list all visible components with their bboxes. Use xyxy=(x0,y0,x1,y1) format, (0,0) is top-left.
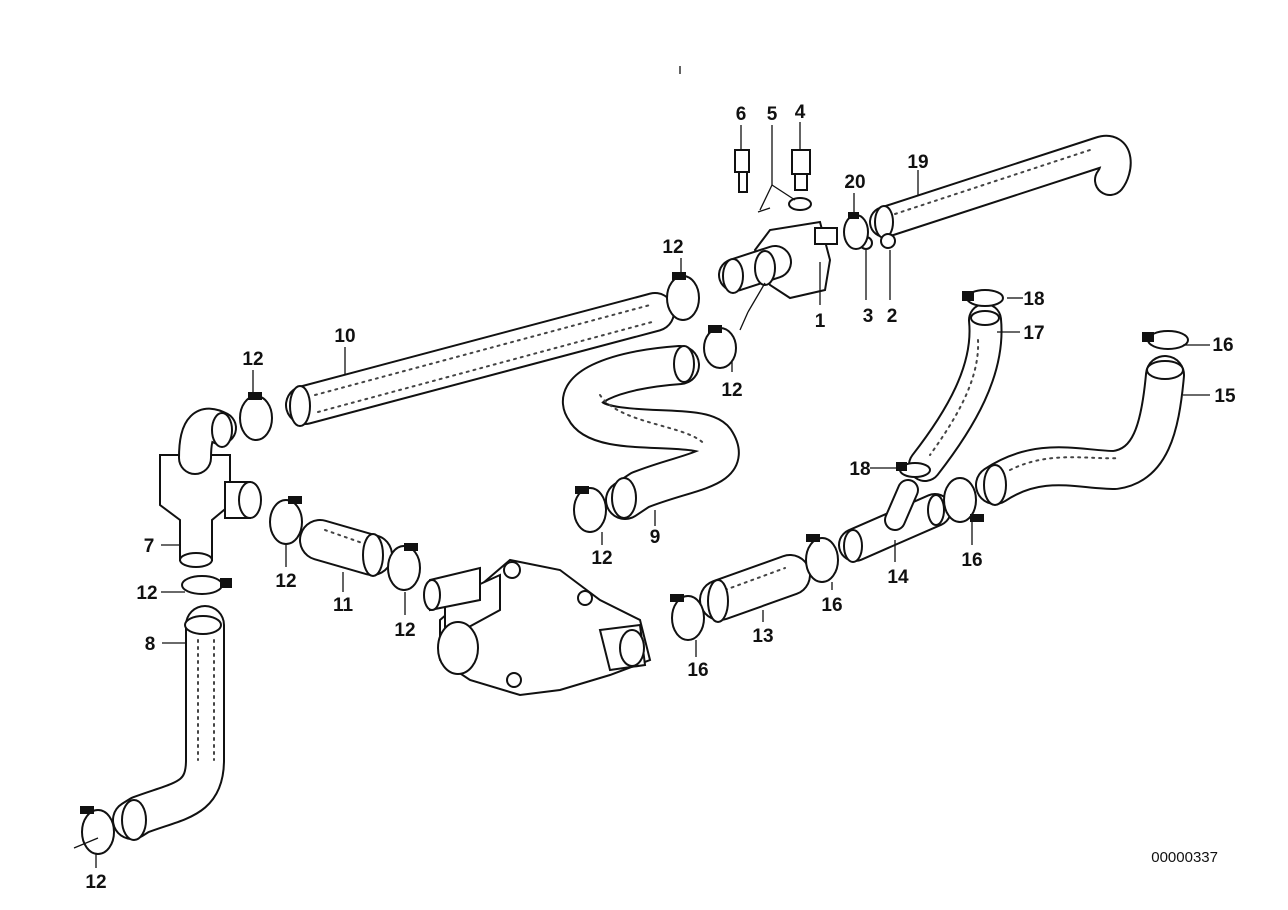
hose-clamp-18-a xyxy=(962,289,1004,307)
temperature-sensor-4 xyxy=(788,149,812,211)
hose-17 xyxy=(908,303,1003,482)
hose-19 xyxy=(869,135,1132,239)
hose-8 xyxy=(112,605,225,841)
hose-clamp-16-b xyxy=(805,534,839,583)
label-19: 19 xyxy=(907,152,928,173)
label-8: 8 xyxy=(145,634,156,655)
label-14: 14 xyxy=(887,567,909,588)
hose-clamp-20 xyxy=(843,212,869,250)
label-11: 11 xyxy=(333,595,354,616)
label-10: 10 xyxy=(334,326,355,347)
label-18-b: 18 xyxy=(849,459,870,480)
hose-clamp-12-h xyxy=(80,806,115,855)
label-20: 20 xyxy=(844,172,865,193)
label-16-d: 16 xyxy=(687,660,708,681)
hose-clamp-16-a xyxy=(670,594,705,641)
label-12-g: 12 xyxy=(136,583,157,604)
hose-clamp-12-d xyxy=(573,486,607,533)
hose-10 xyxy=(285,292,675,427)
label-2: 2 xyxy=(887,306,898,327)
nut-2 xyxy=(880,233,896,249)
hose-clamp-12-e xyxy=(269,496,303,545)
thermostat-housing-1 xyxy=(718,220,838,300)
label-12-e: 12 xyxy=(275,571,296,592)
label-16-b: 16 xyxy=(961,550,982,571)
label-16-a: 16 xyxy=(1212,335,1233,356)
label-12-h: 12 xyxy=(85,872,106,893)
y-piece-14 xyxy=(838,479,952,563)
t-piece-7 xyxy=(159,407,262,568)
label-9: 9 xyxy=(650,527,661,548)
label-18-a: 18 xyxy=(1023,289,1044,310)
label-1: 1 xyxy=(815,311,826,332)
label-17: 17 xyxy=(1023,323,1044,344)
label-12-b: 12 xyxy=(662,237,683,258)
label-12-a: 12 xyxy=(242,349,263,370)
hose-11 xyxy=(299,519,393,577)
hose-clamp-16-c xyxy=(943,477,984,523)
seal-ring-5 xyxy=(757,207,771,213)
drawing-number: 00000337 xyxy=(1151,849,1218,866)
label-12-d: 12 xyxy=(591,548,612,569)
hose-clamp-12-g xyxy=(181,575,232,595)
leader-lines xyxy=(73,66,1210,868)
water-pump xyxy=(423,558,652,697)
label-12-c: 12 xyxy=(721,380,742,401)
label-13: 13 xyxy=(752,626,773,647)
part-labels: 1 2 3 4 5 6 7 8 9 10 11 12 12 12 12 12 1… xyxy=(85,102,1236,893)
label-16-c: 16 xyxy=(821,595,842,616)
hose-15 xyxy=(975,355,1185,506)
label-5: 5 xyxy=(767,104,778,125)
label-6: 6 xyxy=(736,104,747,125)
hose-13 xyxy=(699,554,811,623)
label-12-f: 12 xyxy=(394,620,415,641)
label-4: 4 xyxy=(795,102,806,123)
label-3: 3 xyxy=(863,306,874,327)
hose-clamp-12-a xyxy=(239,392,273,441)
hose-clamp-18-b xyxy=(896,462,931,478)
hose-clamp-12-f xyxy=(387,543,421,591)
hose-clamp-12-c xyxy=(703,325,737,369)
label-7: 7 xyxy=(144,536,155,557)
hose-9 xyxy=(562,345,740,520)
hose-clamp-16-d xyxy=(1142,330,1189,350)
label-15: 15 xyxy=(1214,386,1236,407)
hose-clamp-12-b xyxy=(666,272,700,321)
temperature-sensor-6 xyxy=(734,149,750,193)
